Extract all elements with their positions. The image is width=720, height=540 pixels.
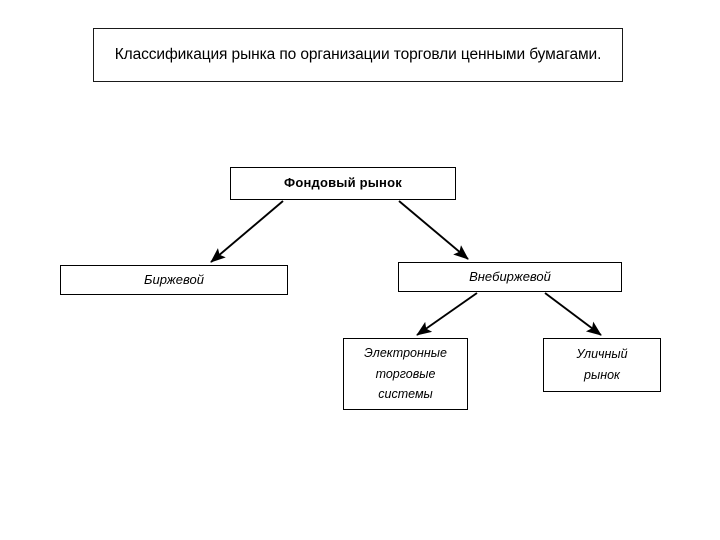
diagram-title-text: Классификация рынка по организации торго…: [114, 45, 602, 63]
node-stock-market[interactable]: Фондовый рынок: [230, 167, 456, 200]
diagram-title-box: Классификация рынка по организации торго…: [93, 28, 623, 82]
node-street-market-label: Уличный рынок: [576, 347, 628, 382]
node-electronic-trading-systems[interactable]: Электронные торговые системы: [343, 338, 468, 410]
node-electronic-trading-systems-label: Электронные торговые системы: [364, 346, 447, 402]
node-otc-market-label: Внебиржевой: [469, 268, 551, 284]
node-otc-market[interactable]: Внебиржевой: [398, 262, 622, 292]
edge-root-to-exchange: [210, 200, 284, 263]
edge-otc-to-street: [544, 292, 602, 336]
node-stock-market-label: Фондовый рынок: [284, 175, 402, 191]
node-exchange-market[interactable]: Биржевой: [60, 265, 288, 295]
node-street-market[interactable]: Уличный рынок: [543, 338, 661, 392]
edge-root-to-otc: [398, 200, 469, 260]
node-exchange-market-label: Биржевой: [144, 271, 204, 287]
edge-otc-to-electronic: [416, 292, 478, 336]
